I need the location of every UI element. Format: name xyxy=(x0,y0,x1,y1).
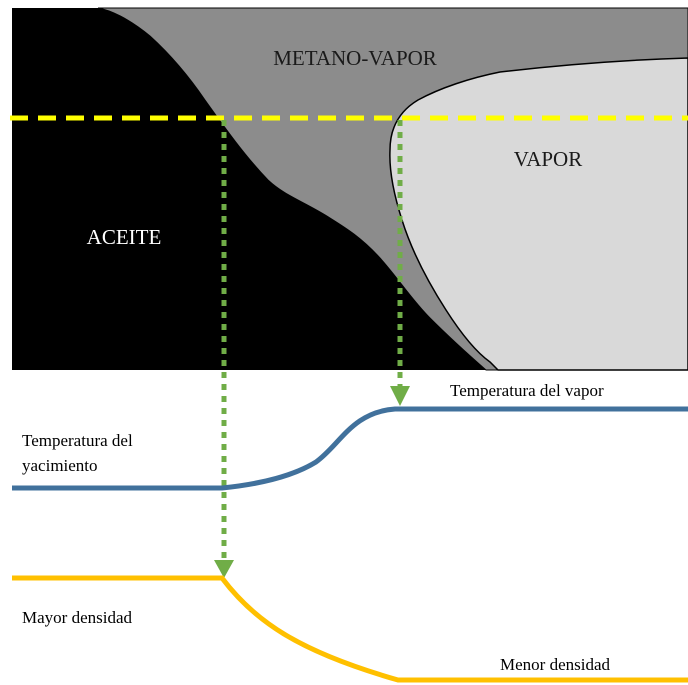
zone-label-vapor: VAPOR xyxy=(514,147,582,171)
vapor-zone xyxy=(389,57,688,371)
density-end-label: Menor densidad xyxy=(500,655,611,674)
temperature-start-label-line2: yacimiento xyxy=(22,456,98,475)
reservoir-cross-section: METANO-VAPOR VAPOR ACEITE xyxy=(12,7,688,371)
zone-label-oil: ACEITE xyxy=(87,225,162,249)
temperature-curve xyxy=(12,406,688,491)
density-start-label: Mayor densidad xyxy=(22,608,133,627)
temperature-start-label-line1: Temperatura del xyxy=(22,431,133,450)
zone-label-methane-vapor: METANO-VAPOR xyxy=(273,46,437,70)
arrowhead-oil-front xyxy=(214,560,234,578)
projection-arrows xyxy=(214,120,410,578)
arrowhead-vapor-front xyxy=(390,386,410,406)
temperature-end-label: Temperatura del vapor xyxy=(450,381,604,400)
density-curve xyxy=(12,575,688,683)
